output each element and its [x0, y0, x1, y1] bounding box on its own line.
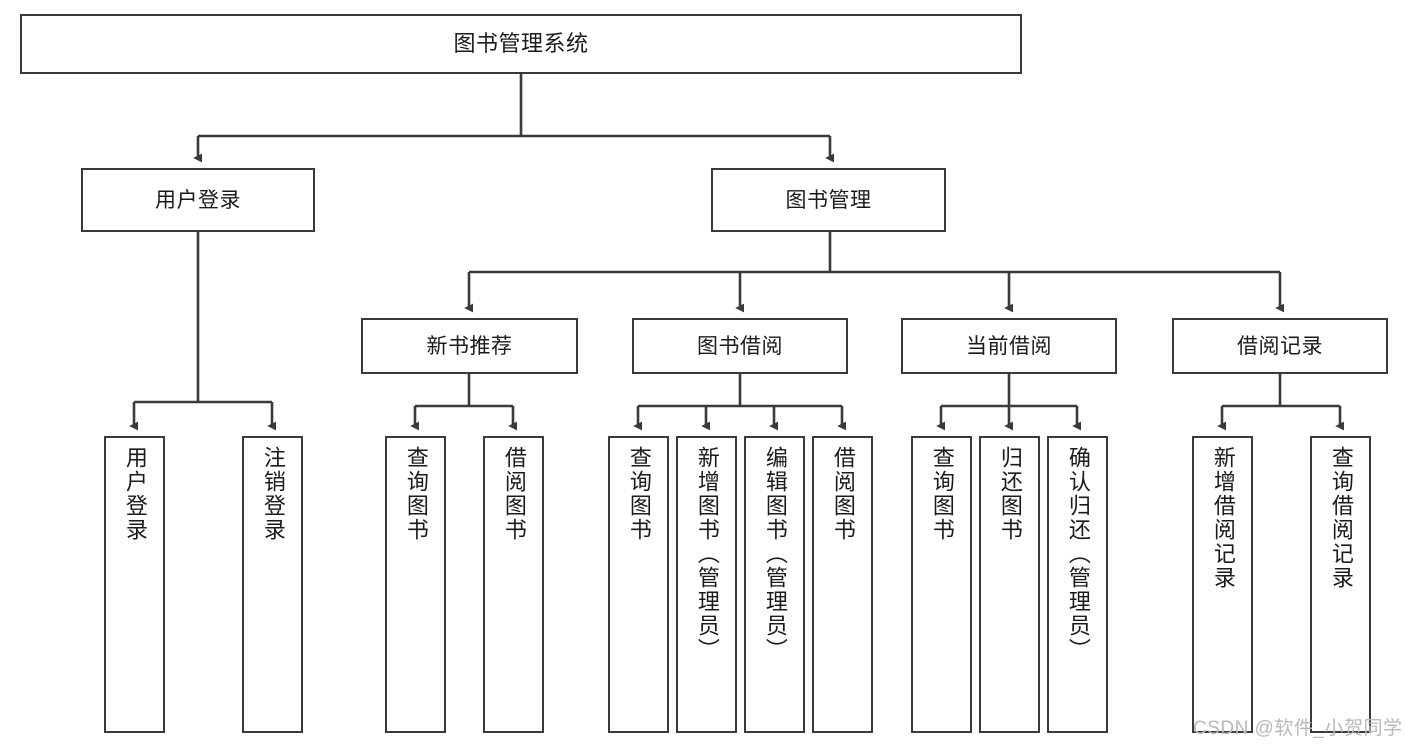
node-label: 借阅图书: [830, 446, 856, 542]
node-borrow-record[interactable]: 借阅记录: [1172, 318, 1388, 374]
leaf-edit-book-admin[interactable]: 编辑图书（管理员）: [744, 436, 805, 733]
leaf-query-borrow-record[interactable]: 查询借阅记录: [1310, 436, 1371, 733]
leaf-user-login[interactable]: 用户登录: [104, 436, 165, 733]
leaf-logout[interactable]: 注销登录: [242, 436, 303, 733]
node-label: 借阅图书: [501, 446, 527, 542]
node-root-system[interactable]: 图书管理系统: [20, 14, 1022, 74]
leaf-query-book-borrow[interactable]: 查询图书: [608, 436, 669, 733]
leaf-borrow-book-recommend[interactable]: 借阅图书: [483, 436, 544, 733]
node-label: 当前借阅: [966, 334, 1052, 358]
node-label: 借阅记录: [1237, 334, 1323, 358]
node-label: 新书推荐: [426, 334, 513, 358]
node-label: 查询图书: [929, 446, 955, 542]
node-label: 查询图书: [403, 446, 429, 542]
node-label: 图书借阅: [697, 334, 783, 358]
node-book-management[interactable]: 图书管理: [711, 168, 946, 232]
leaf-query-book-current[interactable]: 查询图书: [911, 436, 972, 733]
node-label: 查询借阅记录: [1328, 446, 1354, 590]
node-current-borrow[interactable]: 当前借阅: [901, 318, 1117, 374]
node-book-borrow[interactable]: 图书借阅: [632, 318, 848, 374]
node-label: 图书管理: [785, 188, 872, 212]
leaf-query-book-recommend[interactable]: 查询图书: [385, 436, 446, 733]
node-user-login[interactable]: 用户登录: [81, 168, 315, 232]
csdn-watermark: CSDN @软件_小贺同学: [1193, 718, 1403, 739]
node-label: 确认归还（管理员）: [1065, 446, 1091, 662]
node-new-book-recommend[interactable]: 新书推荐: [361, 318, 578, 374]
node-label: 查询图书: [626, 446, 652, 542]
node-label: 归还图书: [997, 446, 1023, 542]
node-label: 编辑图书（管理员）: [762, 446, 788, 662]
node-label: 图书管理系统: [453, 31, 589, 56]
node-label: 用户登录: [155, 188, 241, 212]
leaf-add-borrow-record[interactable]: 新增借阅记录: [1192, 436, 1253, 733]
node-label: 注销登录: [260, 446, 286, 542]
node-label: 新增借阅记录: [1210, 446, 1236, 590]
node-label: 用户登录: [122, 446, 148, 542]
leaf-add-book-admin[interactable]: 新增图书（管理员）: [676, 436, 737, 733]
leaf-return-book[interactable]: 归还图书: [979, 436, 1040, 733]
leaf-borrow-book[interactable]: 借阅图书: [812, 436, 873, 733]
leaf-confirm-return-admin[interactable]: 确认归还（管理员）: [1047, 436, 1108, 733]
node-label: 新增图书（管理员）: [694, 446, 720, 662]
